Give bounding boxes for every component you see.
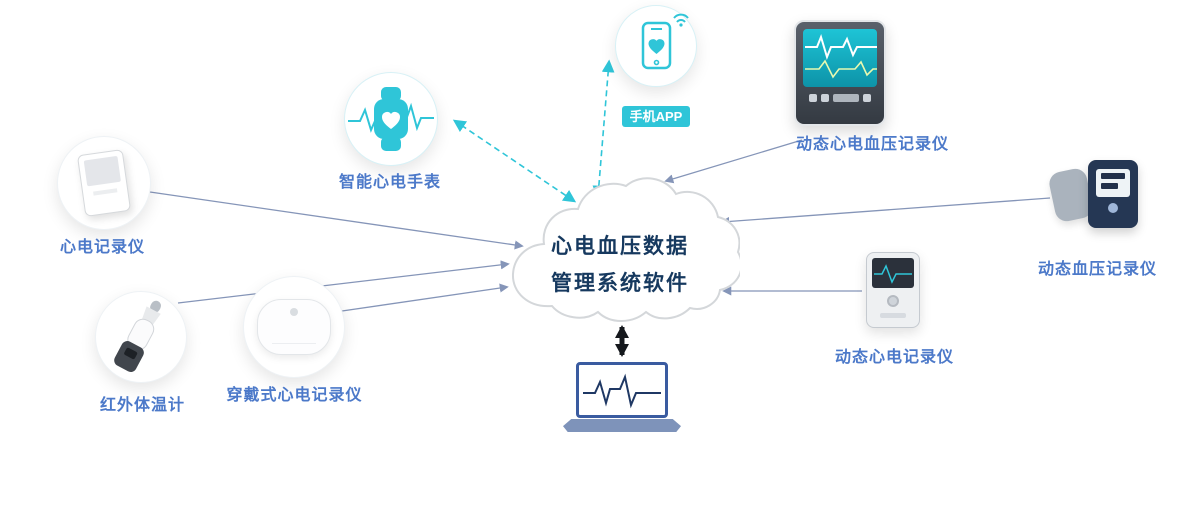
connector-bp — [720, 197, 1051, 227]
wearable-patch-label: 穿戴式心电记录仪 — [226, 387, 363, 404]
ecg-recorder-label: 心电记录仪 — [59, 239, 145, 256]
smartwatch-node — [344, 72, 438, 166]
cloud-title-line2: 管理系统软件 — [551, 272, 689, 295]
cloud-shape — [511, 177, 740, 322]
connector-patch — [341, 283, 509, 312]
laptop-base — [563, 419, 681, 432]
cloud-title-line1: 心电血压数据 — [551, 235, 689, 258]
connector-thermometer — [177, 260, 510, 304]
connector-left-ecg — [149, 191, 524, 250]
laptop-waveform — [583, 373, 661, 409]
holter-recorder-label: 动态心电记录仪 — [835, 349, 955, 366]
cloud-title: 心电血压数据 管理系统软件 — [500, 228, 740, 302]
handheld-ecg-device-icon — [76, 149, 132, 217]
patient-monitor-icon — [794, 20, 886, 126]
thermometer-node — [95, 291, 187, 383]
bp-unit — [1088, 160, 1138, 228]
bp-recorder-label: 动态血压记录仪 — [1037, 261, 1157, 278]
laptop-screen — [576, 362, 668, 418]
holter-waveform — [874, 264, 912, 284]
smartphone-node — [615, 5, 697, 87]
wearable-patch-node — [243, 276, 345, 378]
ear-thermometer-icon — [114, 300, 162, 372]
holter-recorder-icon — [866, 252, 920, 328]
blood-pressure-monitor-icon — [1047, 158, 1144, 232]
thermometer-label: 红外体温计 — [100, 397, 186, 414]
laptop-ecg-software-icon — [563, 362, 681, 440]
monitor-waveform — [805, 33, 877, 79]
smartwatch-icon — [348, 87, 434, 151]
mobile-app-label: 手机APP — [622, 106, 690, 127]
smartphone-icon — [641, 13, 689, 70]
ecg-recorder-node — [57, 136, 151, 230]
ecg-bp-monitor-label: 动态心电血压记录仪 — [795, 136, 949, 153]
smartwatch-label: 智能心电手表 — [338, 174, 441, 191]
wearable-ecg-patch-icon — [257, 299, 331, 355]
